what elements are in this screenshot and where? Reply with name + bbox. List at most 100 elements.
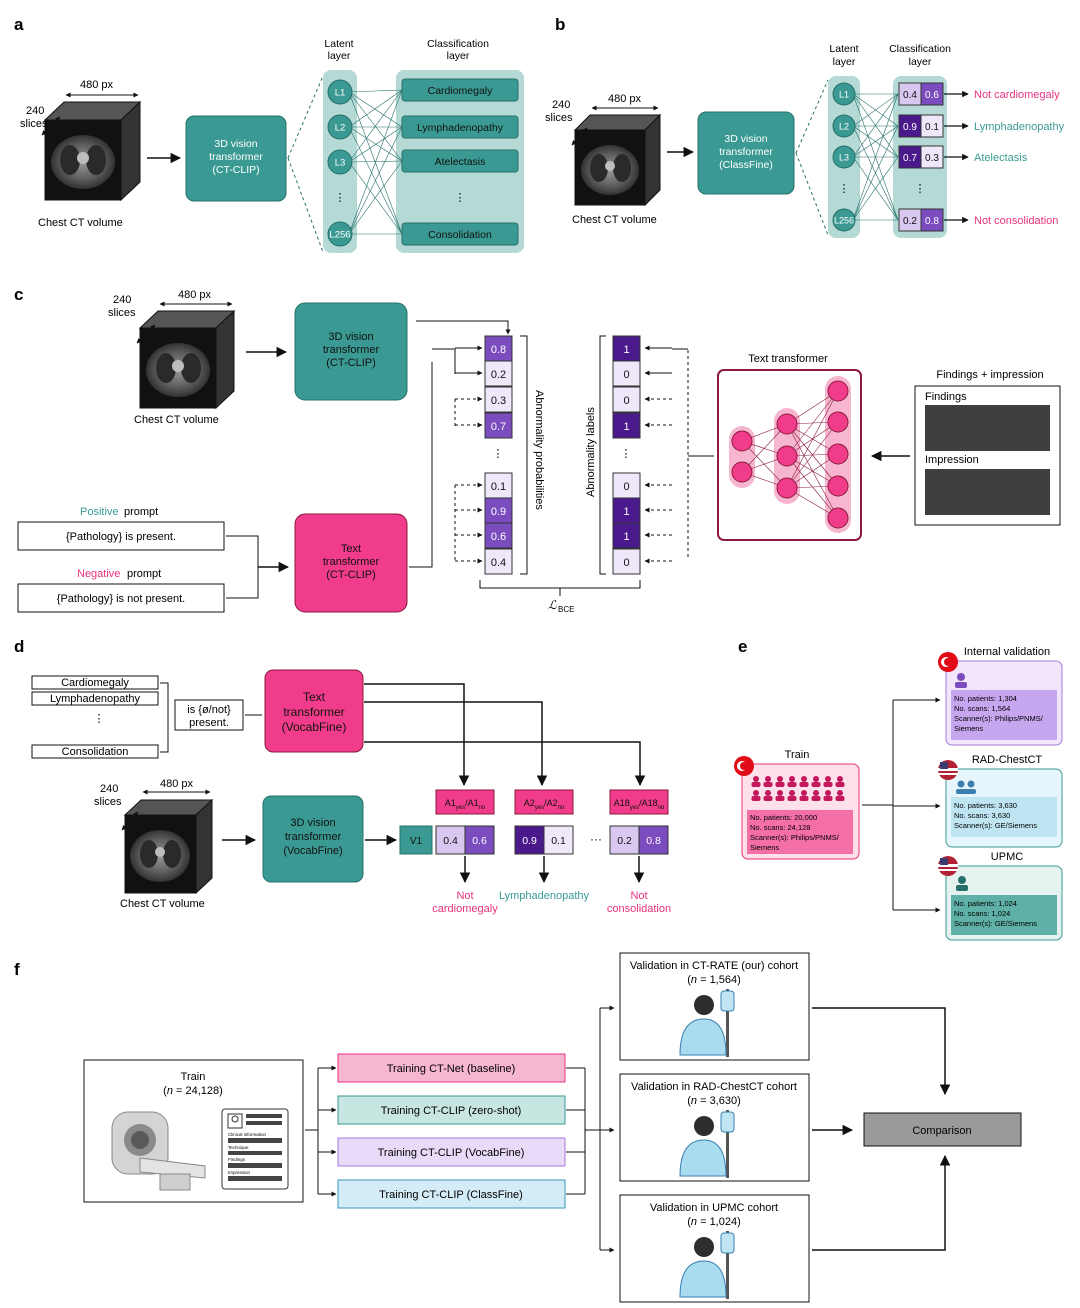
prob-cell — [920, 208, 944, 232]
encoder-line: 3D vision — [724, 133, 767, 145]
patient-head-icon — [694, 1237, 714, 1257]
head-label-part: A2 — [524, 798, 535, 808]
label-bracket-left — [599, 335, 606, 575]
dim-slices-b: 240 — [552, 99, 570, 111]
connection-line — [348, 91, 403, 128]
text-encoder-d — [264, 669, 364, 753]
internal-line: Scanner(s): Philips/PNMS/ — [954, 714, 1044, 723]
validation-n-part: n — [691, 974, 697, 986]
upmc-line: Scanner(s): GE/Siemens — [954, 919, 1037, 928]
head-prob-value: 0.9 — [522, 835, 537, 847]
pathology-item: Cardiomegaly — [61, 677, 129, 689]
head-prob-cell — [464, 825, 495, 855]
nn-neuron — [827, 411, 849, 433]
person-body — [799, 796, 809, 801]
text-encoder-line: transformer — [283, 705, 344, 719]
head-label-part: yes — [535, 805, 544, 811]
doc-line: Impression — [228, 1170, 251, 1175]
text-encoder-line: (CT-CLIP) — [326, 569, 376, 581]
person-icon — [753, 776, 759, 782]
person-icon — [765, 776, 771, 782]
report-document-icon: Clinical information Technique Findings … — [221, 1108, 289, 1190]
validation-title: Validation in RAD-ChestCT cohort — [631, 1081, 797, 1093]
latent-node — [832, 114, 856, 138]
person-icon — [789, 776, 795, 782]
validation-n-part: n — [691, 1095, 697, 1107]
prob-cell — [484, 360, 513, 387]
person-icon — [813, 790, 819, 796]
class-node — [401, 115, 519, 139]
v1-label: V1 — [410, 836, 423, 847]
patient-head-icon — [694, 995, 714, 1015]
people-icon — [957, 780, 965, 788]
nn-neuron — [827, 507, 849, 529]
connection-line — [852, 125, 899, 221]
validation-n-part: ( — [687, 974, 691, 986]
loss-subscript: BCE — [558, 605, 574, 614]
connection-line — [348, 89, 403, 163]
class-node — [401, 78, 519, 102]
dim-slices-word-d: slices — [94, 796, 122, 808]
prob-value: 0.3 — [491, 395, 506, 407]
vision-encoder-a — [185, 115, 287, 202]
person-icon — [837, 790, 843, 796]
label-cell — [612, 548, 641, 575]
head-output-label: Lymphadenopathy — [499, 890, 590, 902]
iv-pole-icon — [726, 989, 729, 1057]
head-output-label: consolidation — [607, 903, 671, 915]
prob-value: 0.2 — [903, 216, 917, 227]
person-icon — [958, 876, 966, 884]
head-label-part: /A2 — [544, 798, 558, 808]
training-label: Training CT-CLIP (VocabFine) — [378, 1147, 525, 1159]
prob-ellipsis: ⋮ — [493, 448, 504, 460]
iv-pole-icon — [726, 1231, 729, 1299]
encoder-line: transformer — [285, 831, 342, 843]
doc-line: Findings — [228, 1157, 246, 1162]
class-node — [401, 149, 519, 173]
pathology-item: Consolidation — [62, 746, 129, 758]
template-line: is {ø/not} — [187, 704, 231, 716]
ct-volume-a — [43, 100, 142, 202]
latent-node-label: L2 — [335, 123, 346, 134]
label-cell — [612, 386, 641, 413]
nn-connection — [741, 440, 788, 489]
comparison-label: Comparison — [912, 1125, 971, 1137]
encoder-line: transformer — [209, 151, 263, 163]
vision-encoder-d — [262, 795, 364, 883]
label-cell — [612, 360, 641, 387]
patient-body-icon — [679, 1260, 727, 1298]
person-icon — [777, 776, 783, 782]
head-prob-cell — [543, 825, 574, 855]
dim-slices-word-c: slices — [108, 307, 136, 319]
prob-cell — [484, 522, 513, 549]
prob-bracket — [432, 348, 456, 374]
panel-a: a 480 px 240 slices Chest CT volume 3D v… — [14, 15, 524, 253]
head-label: A2yes/A2no — [524, 798, 565, 811]
person-body — [775, 796, 785, 801]
connection-line — [348, 91, 403, 235]
connection-line — [852, 93, 899, 127]
rad-line: Scanner(s): GE/Siemens — [954, 821, 1037, 830]
head-prob-cell — [514, 825, 545, 855]
label-value: 0 — [623, 481, 629, 493]
nn-connection — [786, 390, 839, 489]
prompt-word: prompt — [124, 506, 158, 518]
training-label: Training CT-CLIP (ClassFine) — [379, 1189, 523, 1201]
prob-value: 0.6 — [491, 531, 506, 543]
person-icon — [957, 673, 965, 681]
label-value: 1 — [623, 344, 629, 356]
nn-neuron — [731, 461, 753, 483]
encoder-line: (CT-CLIP) — [212, 164, 259, 176]
latent-node-label: L256 — [329, 230, 350, 241]
class-ellipsis: ⋮ — [455, 192, 466, 204]
person-body — [787, 782, 797, 787]
labels-axis-label: Abnormality labels — [585, 407, 597, 497]
report-title: Findings + impression — [936, 369, 1043, 381]
template-box — [174, 699, 244, 731]
output-label: Atelectasis — [974, 152, 1028, 164]
connection-line — [348, 126, 403, 235]
head-label-box — [609, 789, 669, 815]
latent-node — [832, 145, 856, 169]
panel-label-e: e — [738, 637, 747, 656]
latent-node-label: L3 — [839, 153, 849, 163]
